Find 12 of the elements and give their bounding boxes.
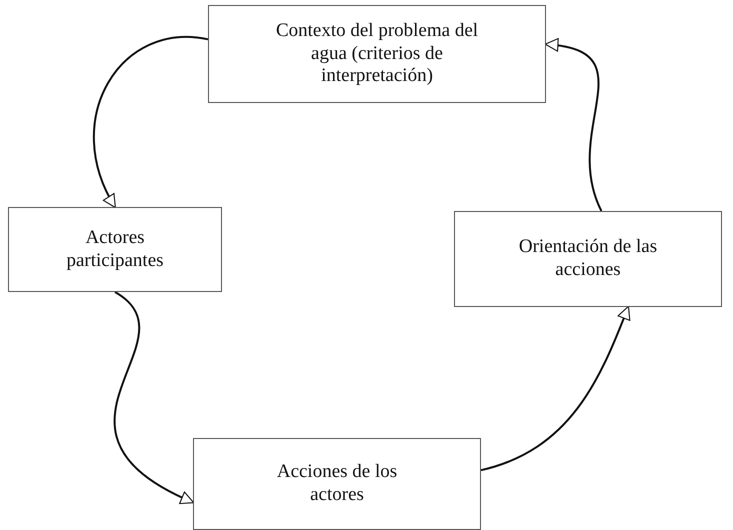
curved-arrow (544, 39, 602, 212)
curved-arrow (114, 291, 194, 504)
box-label: Contexto del problema del agua (criterios de interpretación) (274, 20, 480, 88)
box-label: Actores participantes (65, 226, 165, 272)
curved-arrow (93, 36, 208, 208)
box-label: Orientación de las acciones (518, 236, 658, 282)
text-box (193, 438, 481, 530)
text-box (454, 211, 722, 307)
curved-arrow (480, 306, 630, 472)
text-box (208, 5, 546, 103)
box-label: Acciones de los actores (276, 461, 398, 507)
text-box (8, 207, 222, 292)
